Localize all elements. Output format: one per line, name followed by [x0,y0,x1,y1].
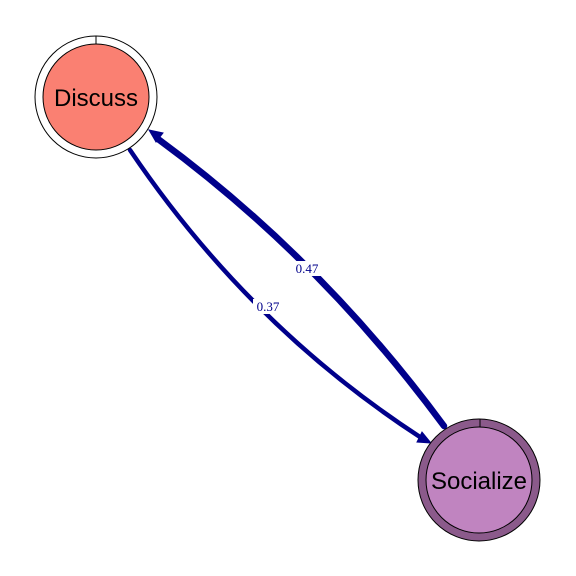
arrowhead-to-discuss [147,129,164,143]
node-socialize-label: Socialize [431,468,527,495]
edge-label-bg-socialize-to-discuss [292,261,322,276]
edge-socialize-to-discuss: 0.47 [147,129,448,430]
node-discuss-label: Discuss [54,85,138,112]
edge-label-discuss-to-socialize: 0.37 [257,299,280,314]
edge-label-socialize-to-discuss: 0.47 [296,261,319,276]
arrowhead-to-socialize [416,431,433,444]
node-socialize[interactable]: Socialize [417,418,541,542]
node-socialize-core [425,426,533,534]
edge-label-bg-discuss-to-socialize [253,299,283,314]
edge-discuss-to-socialize: 0.37 [127,147,433,444]
node-discuss[interactable]: Discuss [34,35,158,159]
